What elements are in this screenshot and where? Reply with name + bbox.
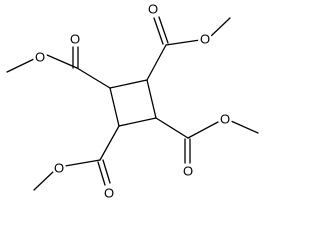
bond-ester-oxygen-to-methyl-upper-right	[209, 17, 231, 38]
oxygen-label-ester-lower-left: O	[54, 161, 64, 176]
chemical-structure-diagram: O O O O O O O O	[6, 2, 259, 201]
bond-ring-to-carbonyl-upper-left	[76, 67, 111, 89]
bond-carbonyl-to-ester-oxygen-lower-left	[64, 159, 101, 167]
bond-ester-oxygen-to-methyl-upper-left	[6, 58, 35, 73]
bond-carbonyl-to-ester-oxygen-upper-left	[46, 54, 78, 69]
oxygen-label-ester-lower-right: O	[220, 112, 230, 127]
bond-ester-oxygen-to-methyl-lower-left	[33, 170, 55, 191]
oxygen-label-ester-upper-left: O	[35, 50, 45, 65]
bond-ring-to-carbonyl-lower-right	[155, 117, 189, 139]
ring-bond-bottom	[118, 117, 157, 127]
bond-carbonyl-to-ester-oxygen-upper-right	[165, 39, 201, 46]
ring-bond-right	[146, 79, 157, 119]
ring-bond-top	[109, 79, 148, 89]
ring-bond-left	[109, 87, 120, 127]
bond-layer	[6, 16, 259, 191]
oxygen-label-carbonyl-upper-left: O	[70, 32, 80, 47]
oxygen-label-carbonyl-lower-left: O	[104, 186, 114, 201]
carbonyl-double-bond-b-lower-left	[102, 159, 111, 184]
bond-carbonyl-to-ester-oxygen-lower-right	[187, 121, 219, 139]
carbonyl-double-bond-b-upper-right	[158, 16, 169, 44]
oxygen-label-carbonyl-upper-right: O	[148, 2, 158, 17]
bond-ester-oxygen-to-methyl-lower-right	[230, 120, 259, 134]
carbonyl-double-bond-a-upper-right	[153, 17, 164, 45]
carbonyl-double-bond-a-lower-left	[97, 161, 106, 186]
atom-label-layer: O O O O O O O O	[33, 2, 232, 201]
bond-ring-to-carbonyl-lower-left	[99, 125, 120, 161]
oxygen-label-ester-upper-right: O	[200, 32, 210, 47]
bond-ring-to-carbonyl-upper-right	[146, 44, 167, 81]
oxygen-label-carbonyl-lower-right: O	[183, 164, 193, 179]
